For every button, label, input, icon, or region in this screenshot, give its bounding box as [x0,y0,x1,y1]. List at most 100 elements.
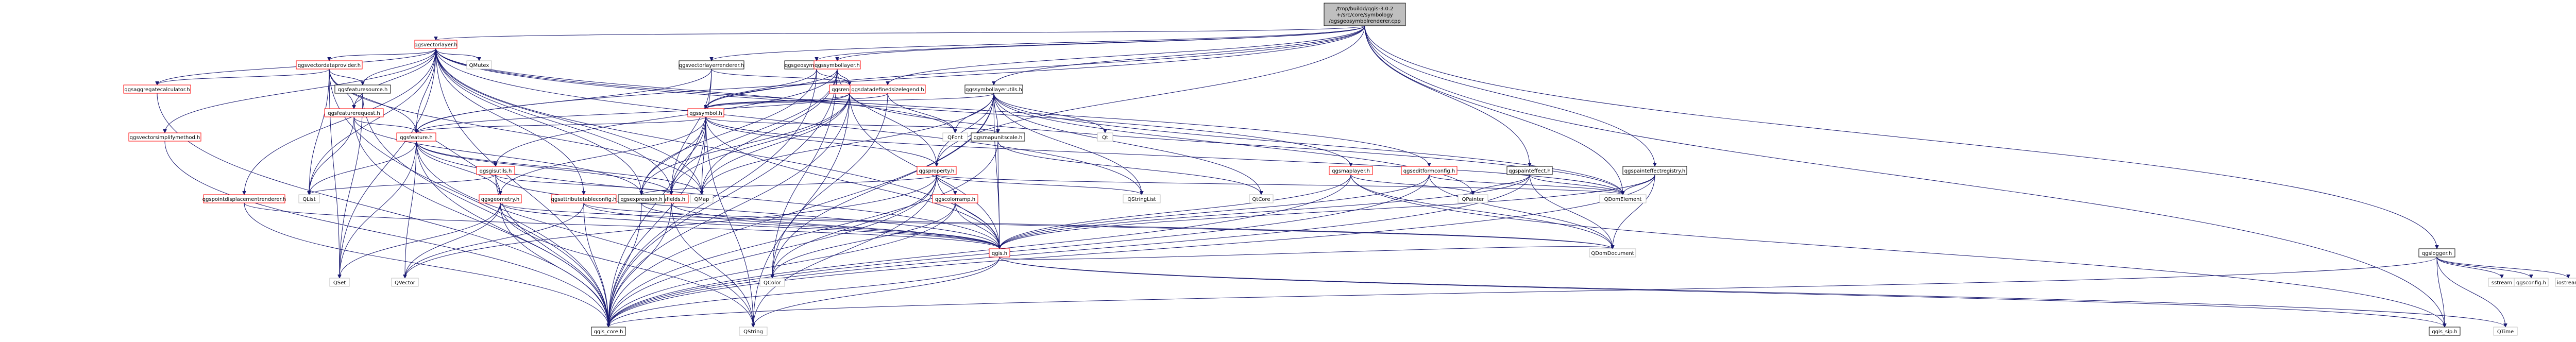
node-box [1097,132,1113,142]
edge-qgsproperty-to-qgis_core [608,174,937,327]
edge-qgsvectorlayer-to-qgseditformconfig [435,48,1429,166]
node-label: QPainter [1462,197,1485,202]
edge-qgsmaplayer-to-qdomdocument [1350,174,1613,249]
node-box [2555,278,2576,287]
edge-qgsgeometry-to-qgis [500,202,999,249]
edge-qgspainteffect-to-qgis_core [608,174,1530,327]
node-qgslogger[interactable]: qgslogger.h [2418,248,2455,258]
edge-qgssymbollayer-to-qgis_core [608,69,838,327]
node-qgseditformconfig[interactable]: qgseditformconfig.h [1401,166,1458,175]
node-label: qgsexpression.h [620,197,662,202]
node-box [690,194,714,203]
node-qgssymbollayer[interactable]: qgssymbollayer.h [814,60,861,70]
edge-qgspainteffect-to-qdomdocument [1529,174,1613,249]
edge-qgssymbollayerutils-to-qmap [702,93,994,195]
node-qgsdatadefinedsizelegend[interactable]: qgsdatadefinedsizelegend.h [850,84,926,94]
node-label: QSet [333,280,346,286]
node-label: qgsmaplayer.h [1332,168,1370,174]
node-qgis[interactable]: qgis.h [989,248,1010,258]
edge-qgsproperty-to-qgscolorramp [936,174,955,195]
edge-qgssymbol-to-qgsfields [671,116,706,195]
edge-qgssymbollayerutils-to-qcolor [772,93,994,278]
node-qgspointdisplacementrenderer[interactable]: qgspointdisplacementrenderer.h [202,194,286,203]
edge-qgssymbol-to-qgsmapunitscale [705,116,998,133]
edge-qgsfeature-to-qvector [405,141,417,278]
node-qgis_sip[interactable]: qgis_sip.h [2429,327,2461,336]
edge-qgslogger-to-qgsconfig [2436,256,2531,279]
edge-layer [157,25,2568,328]
node-qgsfeaturesource[interactable]: qgsfeaturesource.h [334,84,391,94]
node-label: qgsfeaturesource.h [338,87,388,93]
edge-qgsdatadefinedsizelegend-to-qcolor [772,93,888,278]
edge-qgsgeometry-to-qset [340,202,501,278]
node-qgsaggregatecalculator[interactable]: qgsaggregatecalculator.h [123,84,191,94]
edge-qgsgeometry-to-qvector [405,202,501,278]
node-label: qgscolorramp.h [935,197,975,202]
node-qgsmapunitscale[interactable]: qgsmapunitscale.h [971,132,1025,142]
edge-qgsmapunitscale-to-qgis [998,141,999,249]
edge-qgsaggregatecalculator-to-qgis_core [157,93,608,327]
node-label: qgspointdisplacementrenderer.h [202,197,286,202]
node-qgsvectorsimplifymethod[interactable]: qgsvectorsimplifymethod.h [128,132,201,142]
node-box [414,40,457,49]
node-qmap: QMap [690,194,714,203]
edge-qgspainteffect-to-qdomelement [1529,174,1623,195]
edge-qgsrenderer-to-qgsfields [671,93,850,195]
edge-root-to-qdomelement [1364,25,1623,195]
edge-qgsvectordataprovider-to-qgsfeature [329,69,416,133]
node-qgsvectordataprovider[interactable]: qgsvectordataprovider.h [296,60,363,70]
node-qgsattributetableconfig[interactable]: qgsattributetableconfig.h [551,194,617,203]
node-label: QList [302,197,315,202]
edge-qgsmaplayer-to-qgis_sip [1350,174,2445,327]
node-label: qgsfields.h [657,197,685,202]
node-box [932,194,978,203]
node-box [324,108,384,117]
node-qgsfeature[interactable]: qgsfeature.h [396,132,436,142]
node-root[interactable]: /tmp/buildd/qgis-3.0.2+/src/core/symbolo… [1324,3,1406,26]
node-qgspainteffect[interactable]: qgspainteffect.h [1506,166,1553,175]
node-qgsmaplayer[interactable]: qgsmaplayer.h [1329,166,1373,175]
node-qgis_core[interactable]: qgis_core.h [591,327,626,336]
node-sstream: sstream [2488,278,2516,287]
node-box [466,60,492,70]
node-qstringlist: QStringList [1123,194,1161,203]
edge-qgssymbol-to-qstring [705,116,753,327]
node-qgsexpression[interactable]: qgsexpression.h [618,194,665,203]
node-label: qgsfeaturerequest.h [328,111,380,116]
node-qgssymbol[interactable]: qgssymbol.h [687,108,724,117]
node-qgsvectorlayer[interactable]: qgsvectorlayer.h [414,40,457,49]
node-qtcore: QtCore [1249,194,1274,203]
node-qgspainteffectregistry[interactable]: qgspainteffectregistry.h [1622,166,1687,175]
node-label: qgis.h [992,251,1007,256]
node-qgsfeaturerequest[interactable]: qgsfeaturerequest.h [324,108,384,117]
edge-qgsdatadefinedsizelegend-to-qgssymbol [706,93,888,109]
node-box [123,84,191,94]
node-box [1324,3,1406,26]
node-qgsproperty[interactable]: qgsproperty.h [917,166,957,175]
edge-qgsvectorlayer-to-qgis_core [435,48,608,327]
edge-qgssymbollayer-to-qgssymbol [706,69,838,109]
edge-qgssymbollayerutils-to-qdomelement [993,93,1623,195]
node-qgssymbollayerutils[interactable]: qgssymbollayerutils.h [964,84,1023,94]
edge-qgsexpression-to-qgis_core [608,202,642,327]
node-qpainter: QPainter [1458,194,1488,203]
node-label: qgssymbol.h [689,111,722,116]
edge-qgsvectorlayer-to-qmutex [435,48,479,61]
edge-qgssymbollayerutils-to-qt [993,93,1105,133]
node-box [1622,166,1687,175]
edge-qgsvectorlayer-to-qstringlist [435,48,1142,195]
node-qgsvectorlayerrenderer[interactable]: qgsvectorlayerrenderer.h [679,60,744,70]
edge-qgseditformconfig-to-qdomelement [1429,174,1623,195]
edge-qgsvectorlayer-to-qmap [435,48,702,195]
node-box [679,60,744,70]
edge-qgsvectorlayer-to-qgsmaplayer [435,48,1351,166]
node-label: qgsvectorsimplifymethod.h [130,135,200,141]
node-qgsgisutils[interactable]: qgsgisutils.h [476,166,515,175]
node-qgsgeometry[interactable]: qgsgeometry.h [479,194,522,203]
node-qgsconfig: qgsconfig.h [2514,278,2549,287]
node-label: QStringList [1127,197,1156,202]
node-label: qgsaggregatecalculator.h [124,87,190,93]
edge-qgsproperty-to-qcolor [772,174,937,278]
node-box [687,108,724,117]
node-qgscolorramp[interactable]: qgscolorramp.h [932,194,978,203]
